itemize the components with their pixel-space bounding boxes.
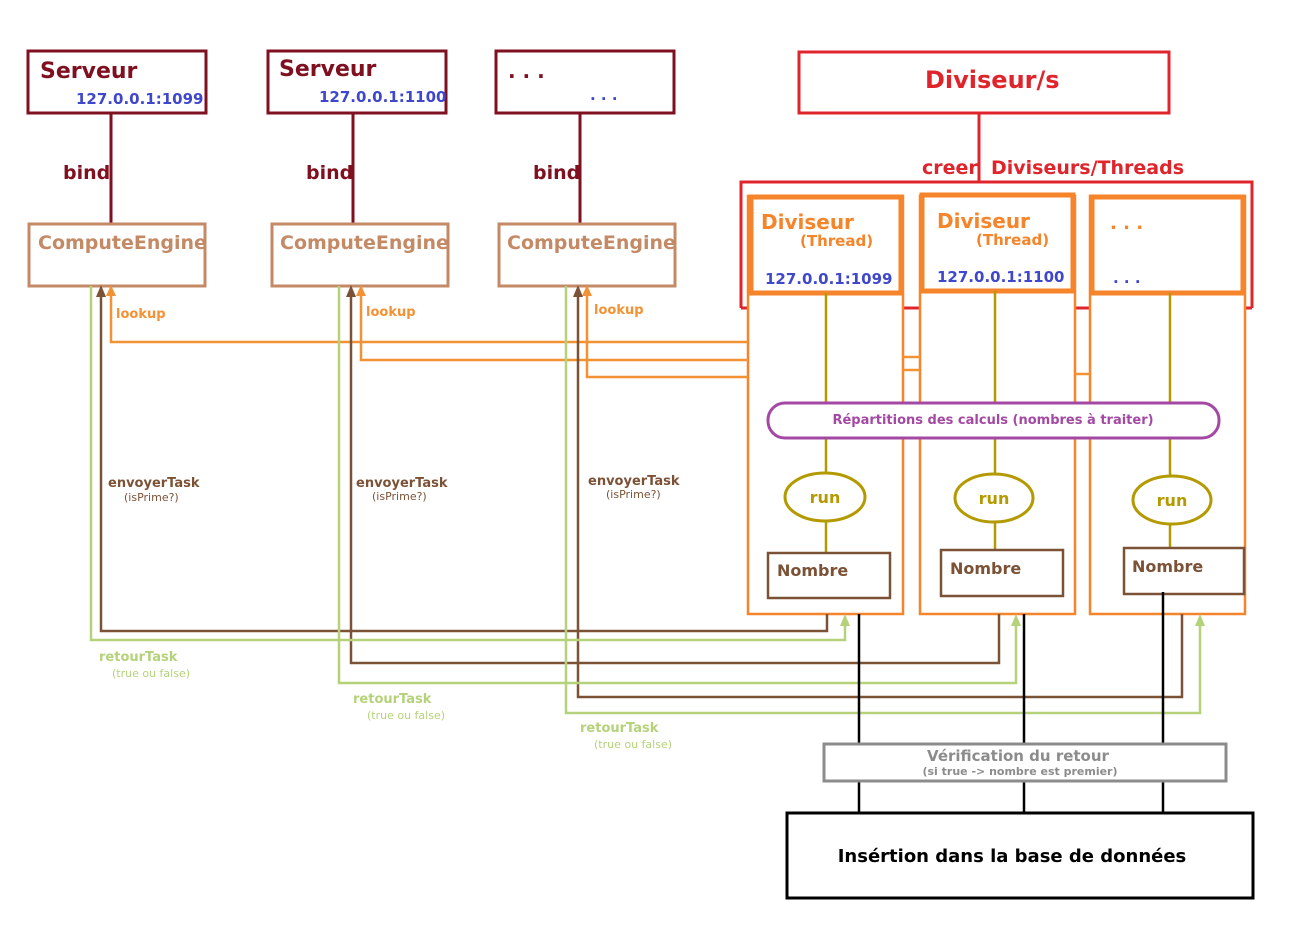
thread-header-2: Diviseur (Thread) 127.0.0.1:1100 xyxy=(919,192,1076,294)
divider-box: Diviseur/s xyxy=(797,50,1171,115)
lookup-label-3: lookup xyxy=(594,303,644,318)
server-address-1: 127.0.0.1:1099 xyxy=(76,90,203,108)
lookup-connectors xyxy=(109,293,1090,379)
send-task-sub-1: (isPrime?) xyxy=(124,491,179,504)
return-task-sub-1: (true ou false) xyxy=(112,667,190,680)
thread-address-2: 127.0.0.1:1100 xyxy=(937,268,1064,286)
server-title-2: Serveur xyxy=(279,57,377,82)
send-task-label-3: envoyerTask xyxy=(588,474,680,489)
thread-header-3: . . . . . . xyxy=(1089,194,1246,296)
compute-engine-1: ComputeEngine xyxy=(27,222,207,288)
thread-title-3: . . . xyxy=(1110,213,1143,234)
nombre-box-2: Nombre xyxy=(939,548,1065,598)
send-task-arrowheads xyxy=(96,285,583,297)
run-node-1: run xyxy=(783,471,867,523)
verification-sub: (si true -> nombre est premier) xyxy=(922,765,1117,778)
run-node-3: run xyxy=(1131,474,1213,526)
run-label-1: run xyxy=(810,488,841,507)
thread-address-1: 127.0.0.1:1099 xyxy=(765,270,892,288)
bind-label-1: bind xyxy=(63,162,110,184)
insertion-label: Insértion dans la base de données xyxy=(838,846,1187,867)
return-task-arrowheads xyxy=(840,614,1205,626)
nombre-label-1: Nombre xyxy=(777,561,848,580)
send-task-label-1: envoyerTask xyxy=(108,476,200,491)
thread-address-3: . . . xyxy=(1113,269,1141,287)
bind-label-3: bind xyxy=(533,162,580,184)
return-task-label-2: retourTask xyxy=(353,692,432,707)
return-task-sub-3: (true ou false) xyxy=(594,738,672,751)
bind-label-2: bind xyxy=(306,162,353,184)
repartition-box: Répartitions des calculs (nombres à trai… xyxy=(766,401,1221,440)
compute-engine-2: ComputeEngine xyxy=(270,222,450,288)
thread-sub-1: (Thread) xyxy=(800,232,873,250)
result-connectors xyxy=(857,592,1165,813)
send-task-connectors xyxy=(99,295,1184,699)
compute-engine-label-2: ComputeEngine xyxy=(280,232,449,254)
threads-bracket xyxy=(739,180,1254,308)
server-box-3: . . . . . . xyxy=(494,49,676,115)
server-box-1: Serveur 127.0.0.1:1099 xyxy=(26,49,208,115)
repartition-label: Répartitions des calculs (nombres à trai… xyxy=(832,413,1153,428)
lookup-arrowheads xyxy=(106,285,592,296)
server-address-2: 127.0.0.1:1100 xyxy=(319,88,446,106)
verification-box: Vérification du retour (si true -> nombr… xyxy=(822,742,1228,783)
thread-internal-connectors xyxy=(824,291,1172,553)
bind-connectors xyxy=(109,113,582,224)
compute-engine-label-1: ComputeEngine xyxy=(38,232,207,254)
send-task-sub-2: (isPrime?) xyxy=(372,490,427,503)
thread-title-1: Diviseur xyxy=(761,210,854,234)
server-title-1: Serveur xyxy=(40,59,138,84)
thread-title-2: Diviseur xyxy=(937,209,1030,233)
run-node-2: run xyxy=(953,472,1035,524)
run-label-2: run xyxy=(979,489,1010,508)
send-task-label-2: envoyerTask xyxy=(356,476,448,491)
nombre-label-3: Nombre xyxy=(1132,557,1203,576)
server-title-3: . . . xyxy=(508,59,545,83)
verification-title: Vérification du retour xyxy=(927,747,1110,765)
compute-engine-3: ComputeEngine xyxy=(497,222,677,288)
return-task-connectors xyxy=(89,286,1202,715)
create-threads-label: creer Diviseurs/Threads xyxy=(922,157,1184,179)
send-task-sub-3: (isPrime?) xyxy=(606,488,661,501)
return-task-label-3: retourTask xyxy=(580,721,659,736)
nombre-label-2: Nombre xyxy=(950,559,1021,578)
return-task-label-1: retourTask xyxy=(99,650,178,665)
divider-title: Diviseur/s xyxy=(925,66,1060,94)
lookup-label-2: lookup xyxy=(366,305,416,320)
server-address-3: . . . xyxy=(590,86,618,104)
return-task-sub-2: (true ou false) xyxy=(367,709,445,722)
thread-header-1: Diviseur (Thread) 127.0.0.1:1099 xyxy=(748,194,904,296)
nombre-box-1: Nombre xyxy=(766,551,892,600)
nombre-box-3: Nombre xyxy=(1122,546,1246,596)
lookup-label-1: lookup xyxy=(116,307,166,322)
server-box-2: Serveur 127.0.0.1:1100 xyxy=(266,49,448,115)
thread-sub-2: (Thread) xyxy=(976,231,1049,249)
compute-engine-label-3: ComputeEngine xyxy=(507,232,676,254)
run-label-3: run xyxy=(1157,491,1188,510)
insertion-box: Insértion dans la base de données xyxy=(785,811,1255,900)
